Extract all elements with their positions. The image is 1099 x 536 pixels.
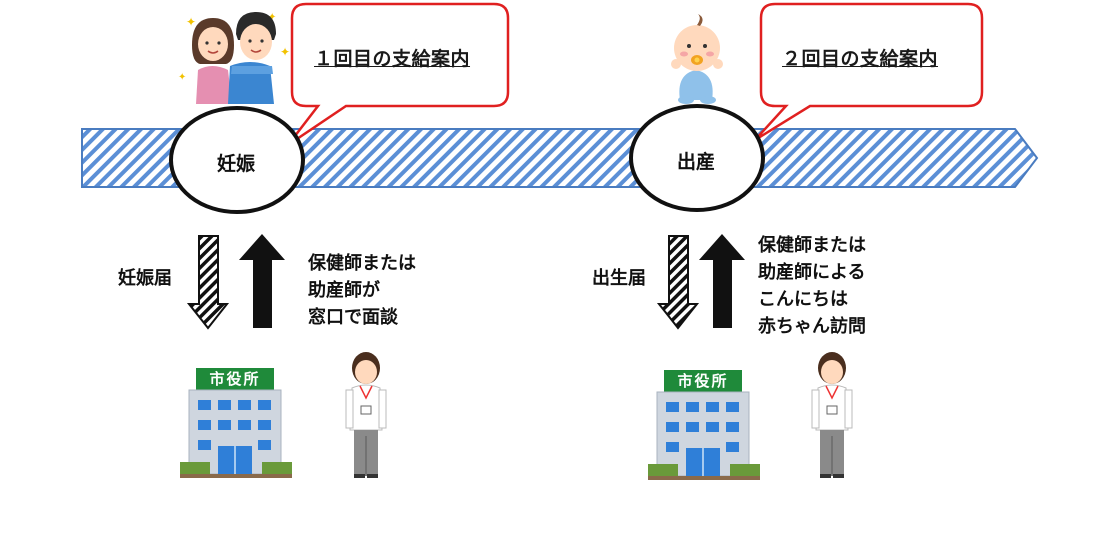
- support-line: 助産師が: [308, 280, 380, 301]
- couple-icon: ✦ ✦ ✦ ✦: [178, 12, 290, 104]
- event-circle-pregnancy: [169, 106, 305, 214]
- staff-woman-icon: [811, 352, 853, 478]
- event-label-birth: 出産: [677, 151, 716, 173]
- svg-text:✦: ✦: [186, 15, 196, 29]
- up-arrow-support-1: [239, 234, 285, 328]
- down-arrow-report-2: [656, 235, 700, 330]
- svg-text:✦: ✦: [280, 45, 290, 59]
- timeline-arrow: [81, 128, 1039, 188]
- city-hall-sign-2: 市役所: [677, 372, 729, 390]
- svg-text:✦: ✦: [268, 12, 276, 23]
- city-hall-icon: [180, 368, 292, 478]
- speech-bubble-1: [287, 2, 510, 147]
- city-hall-icon: [648, 370, 760, 480]
- speech-bubble-2: [754, 2, 984, 142]
- support-line: こんにちは: [758, 289, 848, 310]
- support-line: 保健師または: [308, 253, 416, 274]
- report-label-2: 出生届: [592, 268, 646, 289]
- up-arrow-support-2: [699, 234, 745, 328]
- baby-icon: [671, 14, 723, 104]
- support-line: 赤ちゃん訪問: [758, 316, 866, 337]
- support-text-2: 保健師または 助産師による こんにちは 赤ちゃん訪問: [758, 232, 866, 340]
- bubble-text-2: ２回目の支給案内: [782, 48, 939, 70]
- support-line: 保健師または: [758, 235, 866, 256]
- support-text-1: 保健師または 助産師が 窓口で面談: [308, 250, 416, 331]
- report-label-1: 妊娠届: [118, 268, 172, 289]
- bubble-text-1: １回目の支給案内: [314, 48, 471, 70]
- down-arrow-report-1: [186, 235, 230, 330]
- svg-text:✦: ✦: [178, 72, 186, 83]
- staff-woman-icon: [345, 352, 387, 478]
- city-hall-sign-1: 市役所: [209, 370, 261, 388]
- support-line: 助産師による: [758, 262, 866, 283]
- event-label-pregnancy: 妊娠: [217, 153, 256, 175]
- event-circle-birth: [629, 104, 765, 212]
- support-line: 窓口で面談: [308, 307, 398, 328]
